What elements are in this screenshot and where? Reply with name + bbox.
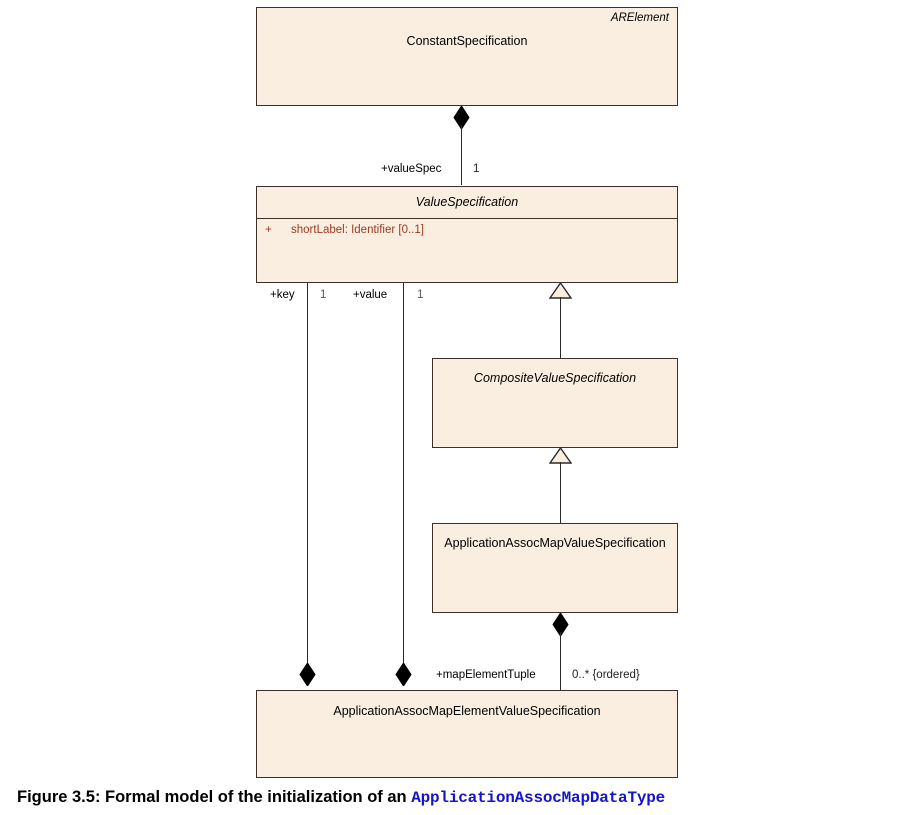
attribute-text: shortLabel: Identifier [0..1] [291, 224, 424, 236]
class-name-composite-value-specification: CompositeValueSpecification [473, 371, 637, 385]
attribute-row-shortlabel: + shortLabel: Identifier [0..1] [265, 224, 424, 236]
class-box-application-assoc-map-element-value-specification[interactable]: ApplicationAssocMapElementValueSpecifica… [256, 690, 678, 778]
class-box-composite-value-specification[interactable]: CompositeValueSpecification [432, 358, 678, 448]
association-line-mapelementtuple [560, 632, 561, 690]
mult-separator-valuespec [461, 160, 462, 185]
stereotype-label-arelement: ARElement [610, 12, 669, 24]
role-label-key: +key [270, 289, 295, 301]
compartment-separator [257, 218, 677, 219]
class-box-value-specification[interactable]: ValueSpecification + shortLabel: Identifi… [256, 186, 678, 283]
generalization-line-composite [560, 297, 561, 358]
class-box-application-assoc-map-value-specification[interactable]: ApplicationAssocMapValueSpecification [432, 523, 678, 613]
class-name-application-assoc-map-element-value-specification: ApplicationAssocMapElementValueSpecifica… [333, 704, 601, 718]
association-line-valuespec [461, 125, 462, 185]
attribute-visibility: + [265, 224, 272, 236]
class-name-application-assoc-map-value-specification: ApplicationAssocMapValueSpecification [444, 536, 666, 550]
multiplicity-label-valuespec: 1 [473, 163, 480, 175]
role-label-value: +value [353, 289, 388, 301]
multiplicity-label-key: 1 [320, 289, 327, 301]
multiplicity-label-value: 1 [417, 289, 424, 301]
caption-text: Figure 3.5: Formal model of the initiali… [17, 788, 407, 806]
class-name-value-specification: ValueSpecification [415, 195, 519, 209]
generalization-line-assocmap [560, 462, 561, 523]
class-box-constant-specification[interactable]: ARElement ConstantSpecification [256, 7, 678, 106]
multiplicity-label-mapelementtuple: 0..* {ordered} [572, 669, 640, 681]
caption-class-link: ApplicationAssocMapDataType [411, 789, 666, 807]
class-name-constant-specification: ConstantSpecification [406, 34, 528, 48]
figure-caption: Figure 3.5: Formal model of the initiali… [17, 788, 665, 807]
mult-separator-mapelementtuple [560, 664, 561, 690]
association-line-key [307, 283, 308, 665]
role-label-valuespec: +valueSpec [381, 163, 442, 175]
role-label-mapelementtuple: +mapElementTuple [436, 669, 536, 681]
association-line-value [403, 283, 404, 665]
